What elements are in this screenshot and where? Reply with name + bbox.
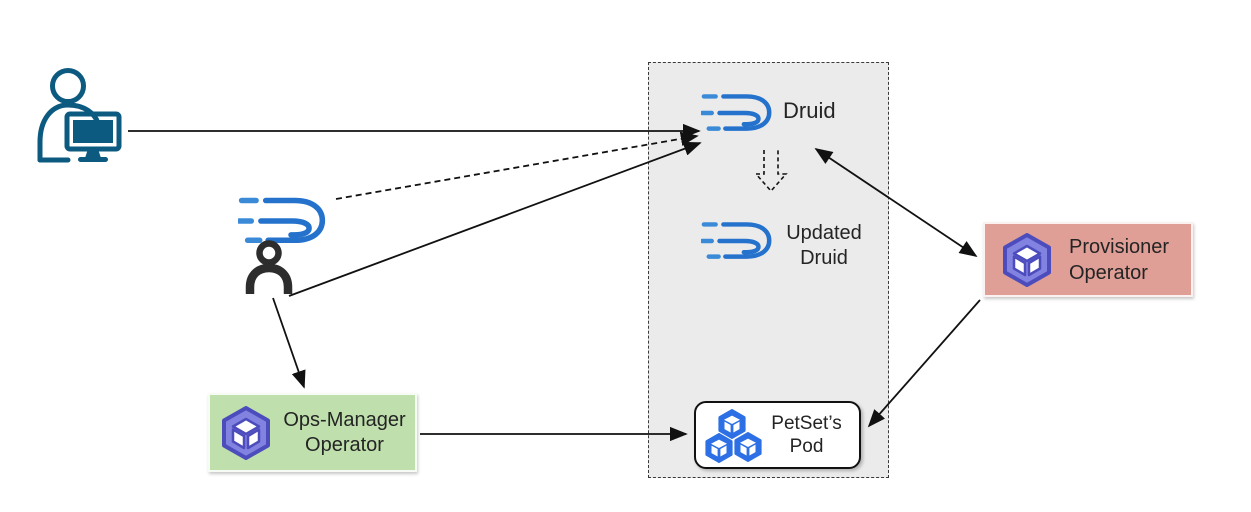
label-line: Operator <box>1069 261 1148 284</box>
druid-cr-person-icon <box>245 240 293 294</box>
namespace-container-box: Druid Updated Druid PetSet’s Pod <box>648 62 889 478</box>
druid-label: Druid <box>783 98 836 123</box>
petset-pod-label: PetSet’s Pod <box>760 412 859 458</box>
arrow-cr-to-druid-dashed <box>335 131 699 200</box>
label-line: Ops-Manager <box>283 408 406 431</box>
label-line: Druid <box>800 247 848 269</box>
label-line: Updated <box>786 222 862 244</box>
label-line: Operator <box>305 433 384 456</box>
label-line: PetSet’s <box>771 413 842 434</box>
petset-pod-box: PetSet’s Pod <box>694 401 861 469</box>
arrow-cr-person-to-druid <box>288 141 702 297</box>
provisioner-operator-box: Provisioner Operator <box>983 222 1193 297</box>
arrow-cr-to-ops-manager <box>272 297 306 389</box>
provisioner-operator-label: Provisioner Operator <box>1069 234 1169 286</box>
druid-logo-icon <box>701 89 777 137</box>
person-at-computer-icon <box>37 68 122 163</box>
ops-manager-operator-label: Ops-Manager Operator <box>274 408 415 458</box>
operator-cube-icon <box>222 405 270 460</box>
pod-cubes-icon <box>705 409 762 463</box>
operator-cube-icon <box>1003 232 1051 287</box>
label-line: Pod <box>789 436 824 457</box>
druid-logo-icon <box>701 217 777 265</box>
updated-druid-label: Updated Druid <box>769 221 879 271</box>
ops-manager-operator-box: Ops-Manager Operator <box>208 393 417 472</box>
monitor-screen <box>73 120 113 143</box>
label-line: Provisioner <box>1069 235 1170 258</box>
